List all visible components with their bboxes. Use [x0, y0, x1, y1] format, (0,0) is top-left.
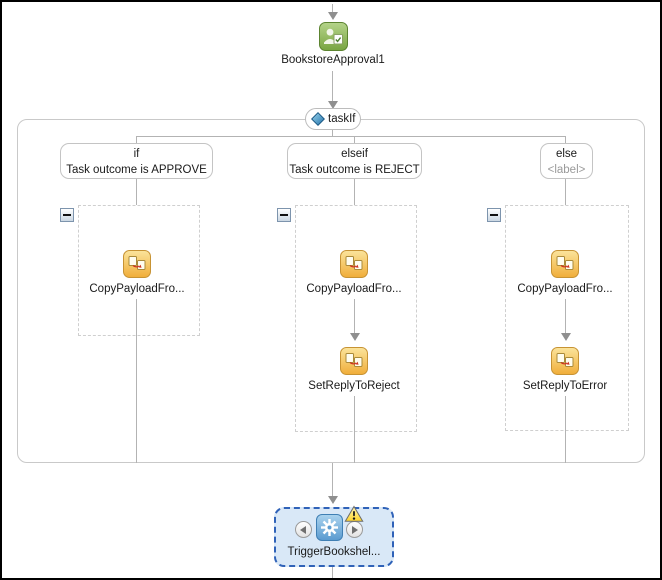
- arrowhead: [328, 496, 338, 504]
- branch-else-condition-box[interactable]: else <label>: [540, 143, 593, 179]
- branch-if-scope: [78, 205, 200, 336]
- activity-label: CopyPayloadFro...: [517, 283, 613, 295]
- connector-line: [137, 136, 565, 137]
- collapse-button[interactable]: [487, 208, 501, 222]
- taskif-node[interactable]: taskIf: [305, 108, 361, 130]
- minus-icon: [63, 214, 71, 216]
- warning-icon[interactable]: [344, 505, 364, 523]
- branch-if-condition-box[interactable]: if Task outcome is APPROVE: [60, 143, 213, 179]
- trigger-activity-label: TriggerBookshel...: [287, 546, 381, 558]
- if-diamond-icon: [311, 112, 325, 126]
- connector-line: [565, 299, 566, 334]
- connector-line: [354, 136, 355, 143]
- branch-elseif-condition-box[interactable]: elseif Task outcome is REJECT: [287, 143, 422, 179]
- branch-elseif-scope: [295, 205, 417, 432]
- arrowhead: [328, 12, 338, 20]
- condition-text: Task outcome is REJECT: [289, 164, 420, 176]
- connector-line: [332, 567, 333, 578]
- condition-title: if: [133, 148, 140, 160]
- assign-icon[interactable]: [340, 347, 368, 375]
- connector-line: [332, 71, 333, 101]
- collapse-button[interactable]: [60, 208, 74, 222]
- arrowhead: [561, 333, 571, 341]
- left-arrow-icon: [300, 525, 306, 534]
- taskif-label: taskIf: [328, 113, 356, 125]
- minus-icon: [490, 214, 498, 216]
- activity-label: CopyPayloadFro...: [89, 283, 185, 295]
- connector-line: [354, 299, 355, 334]
- assign-icon[interactable]: [551, 347, 579, 375]
- activity-label: CopyPayloadFro...: [306, 283, 402, 295]
- connector-line: [332, 130, 333, 136]
- arrowhead: [350, 333, 360, 341]
- next-variant-button[interactable]: [346, 521, 363, 538]
- right-arrow-icon: [352, 525, 358, 534]
- arrowhead: [328, 101, 338, 109]
- connector-line: [136, 299, 137, 463]
- human-task-icon[interactable]: [319, 22, 348, 51]
- connector-line: [136, 136, 137, 143]
- start-task-label: BookstoreApproval1: [281, 54, 385, 66]
- condition-text: <label>: [547, 164, 586, 176]
- collapse-button[interactable]: [277, 208, 291, 222]
- gear-icon[interactable]: [316, 514, 343, 541]
- assign-icon[interactable]: [123, 250, 151, 278]
- activity-label: SetReplyToError: [522, 380, 608, 392]
- condition-title: elseif: [341, 148, 368, 160]
- activity-label: SetReplyToReject: [308, 380, 400, 392]
- assign-icon[interactable]: [340, 250, 368, 278]
- condition-title: else: [555, 148, 578, 160]
- connector-line: [565, 396, 566, 463]
- branch-else-scope: [505, 205, 629, 431]
- prev-variant-button[interactable]: [295, 521, 312, 538]
- condition-text: Task outcome is APPROVE: [66, 164, 207, 176]
- minus-icon: [280, 214, 288, 216]
- assign-icon[interactable]: [551, 250, 579, 278]
- connector-line: [332, 4, 333, 13]
- connector-line: [354, 396, 355, 463]
- connector-line: [332, 463, 333, 496]
- connector-line: [565, 136, 566, 143]
